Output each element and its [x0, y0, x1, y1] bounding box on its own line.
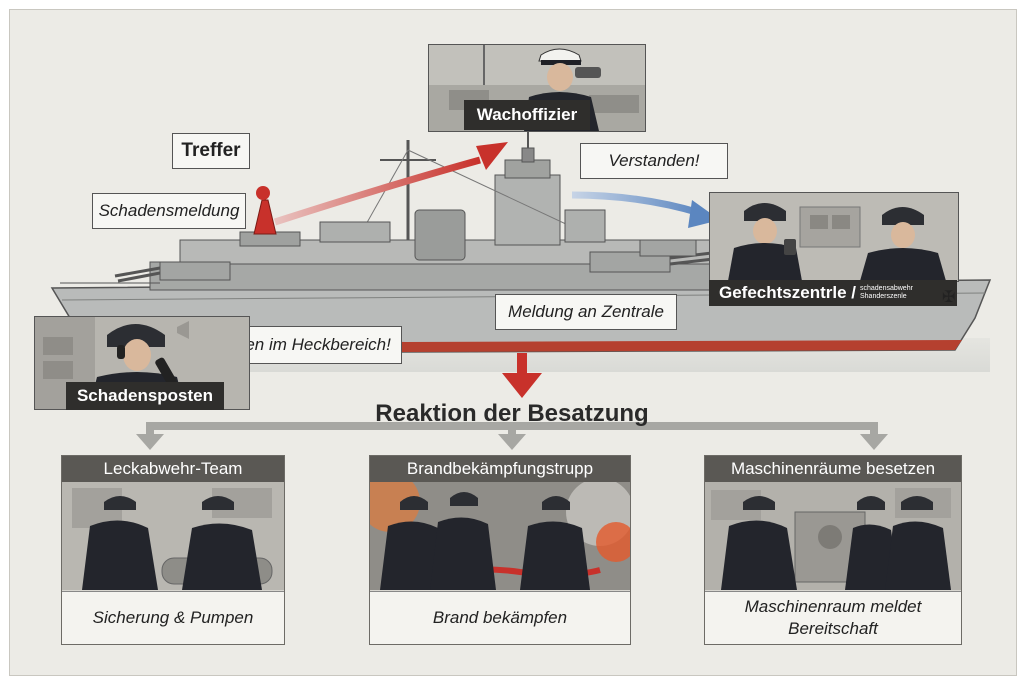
team-scene	[370, 482, 630, 590]
callout-treffer-text: Treffer	[181, 140, 241, 161]
team-caption: Maschinenraum meldet Bereitschaft	[705, 591, 961, 644]
callout-schadensmeldung: Schadensmeldung	[92, 193, 246, 229]
gefechtszentrale-scene	[709, 192, 959, 282]
wachoffizier-label-text: Wachoffizier	[476, 105, 578, 124]
gefechtszentrale-sublabel: schadensabwehr Shanderszenle	[860, 285, 913, 301]
gefechtszentrale-label: Gefechtszentrle / schadensabwehr Shander…	[709, 280, 957, 306]
schadensposten-label-text: Schadensposten	[76, 386, 214, 405]
team-caption: Sicherung & Pumpen	[62, 591, 284, 644]
branch-arrow-center	[498, 434, 526, 450]
callout-verstanden-text: Verstanden!	[608, 151, 700, 170]
team-title: Leckabwehr-Team	[62, 456, 284, 482]
acknowledge-arrow	[571, 191, 702, 217]
gefechtszentrale-sub-1: schadensabwehr	[860, 285, 913, 292]
team-title: Maschinenräume besetzen	[705, 456, 961, 482]
team-panel-maschinenraum: Maschinenräume besetzen Maschinenraum me…	[704, 455, 962, 645]
reaction-down-arrow	[502, 373, 542, 398]
team-scene	[705, 482, 961, 590]
branch-arrow-left	[136, 434, 164, 450]
callout-treffer: Treffer	[172, 133, 250, 169]
team-panel-brandbekaempfung: Brandbekämpfungstrupp Brand bekämpfen	[369, 455, 631, 645]
schadensposten-label: Schadensposten	[66, 382, 224, 410]
report-arrow	[273, 156, 481, 226]
ship-emblem-icon: ✠	[942, 289, 956, 306]
report-arrow-head	[476, 142, 508, 170]
gefechtszentrale-label-text: Gefechtszentrle /	[719, 283, 856, 302]
wachoffizier-label: Wachoffizier	[464, 100, 590, 130]
team-caption: Brand bekämpfen	[370, 591, 630, 644]
callout-verstanden: Verstanden!	[580, 143, 728, 179]
reaction-title: Reaktion der Besatzung	[375, 400, 649, 427]
branch-arrow-right	[860, 434, 888, 450]
callout-meldung-zentrale-text: Meldung an Zentrale	[508, 302, 664, 321]
team-scene	[62, 482, 284, 590]
callout-schadensmeldung-text: Schadensmeldung	[98, 201, 240, 220]
team-title: Brandbekämpfungstrupp	[370, 456, 630, 482]
callout-meldung-zentrale: Meldung an Zentrale	[495, 294, 677, 330]
gefechtszentrale-sub-2: Shanderszenle	[860, 293, 907, 300]
team-panel-leckabwehr: Leckabwehr-Team Sicherung & Pumpen	[61, 455, 285, 645]
